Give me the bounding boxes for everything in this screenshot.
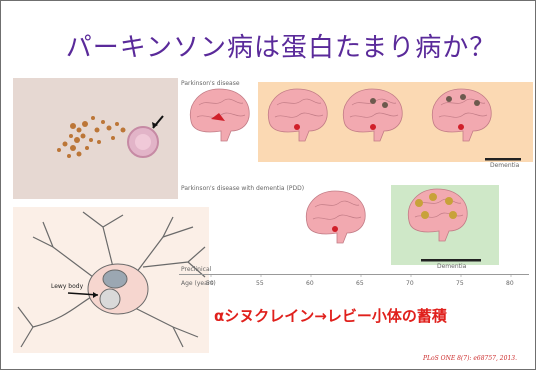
age-tick-60: 60 (306, 280, 314, 287)
preclinical-label: Preclinical (181, 266, 211, 273)
age-tick-65: 65 (356, 280, 364, 287)
dementia-label-1: Dementia (490, 162, 519, 169)
age-tick-50: 50 (206, 280, 214, 287)
age-tick-70: 70 (406, 280, 414, 287)
dementia-label-2: Dementia (437, 263, 466, 270)
age-tick-55: 55 (256, 280, 264, 287)
age-axis (179, 274, 529, 275)
age-tick-75: 75 (456, 280, 464, 287)
caption-alpha-synuclein: αシヌクレイン→レビー小体の蓄積 (214, 305, 447, 326)
citation: PLoS ONE 8(7): e68757, 2013. (423, 355, 517, 362)
age-tick-80: 80 (506, 280, 514, 287)
